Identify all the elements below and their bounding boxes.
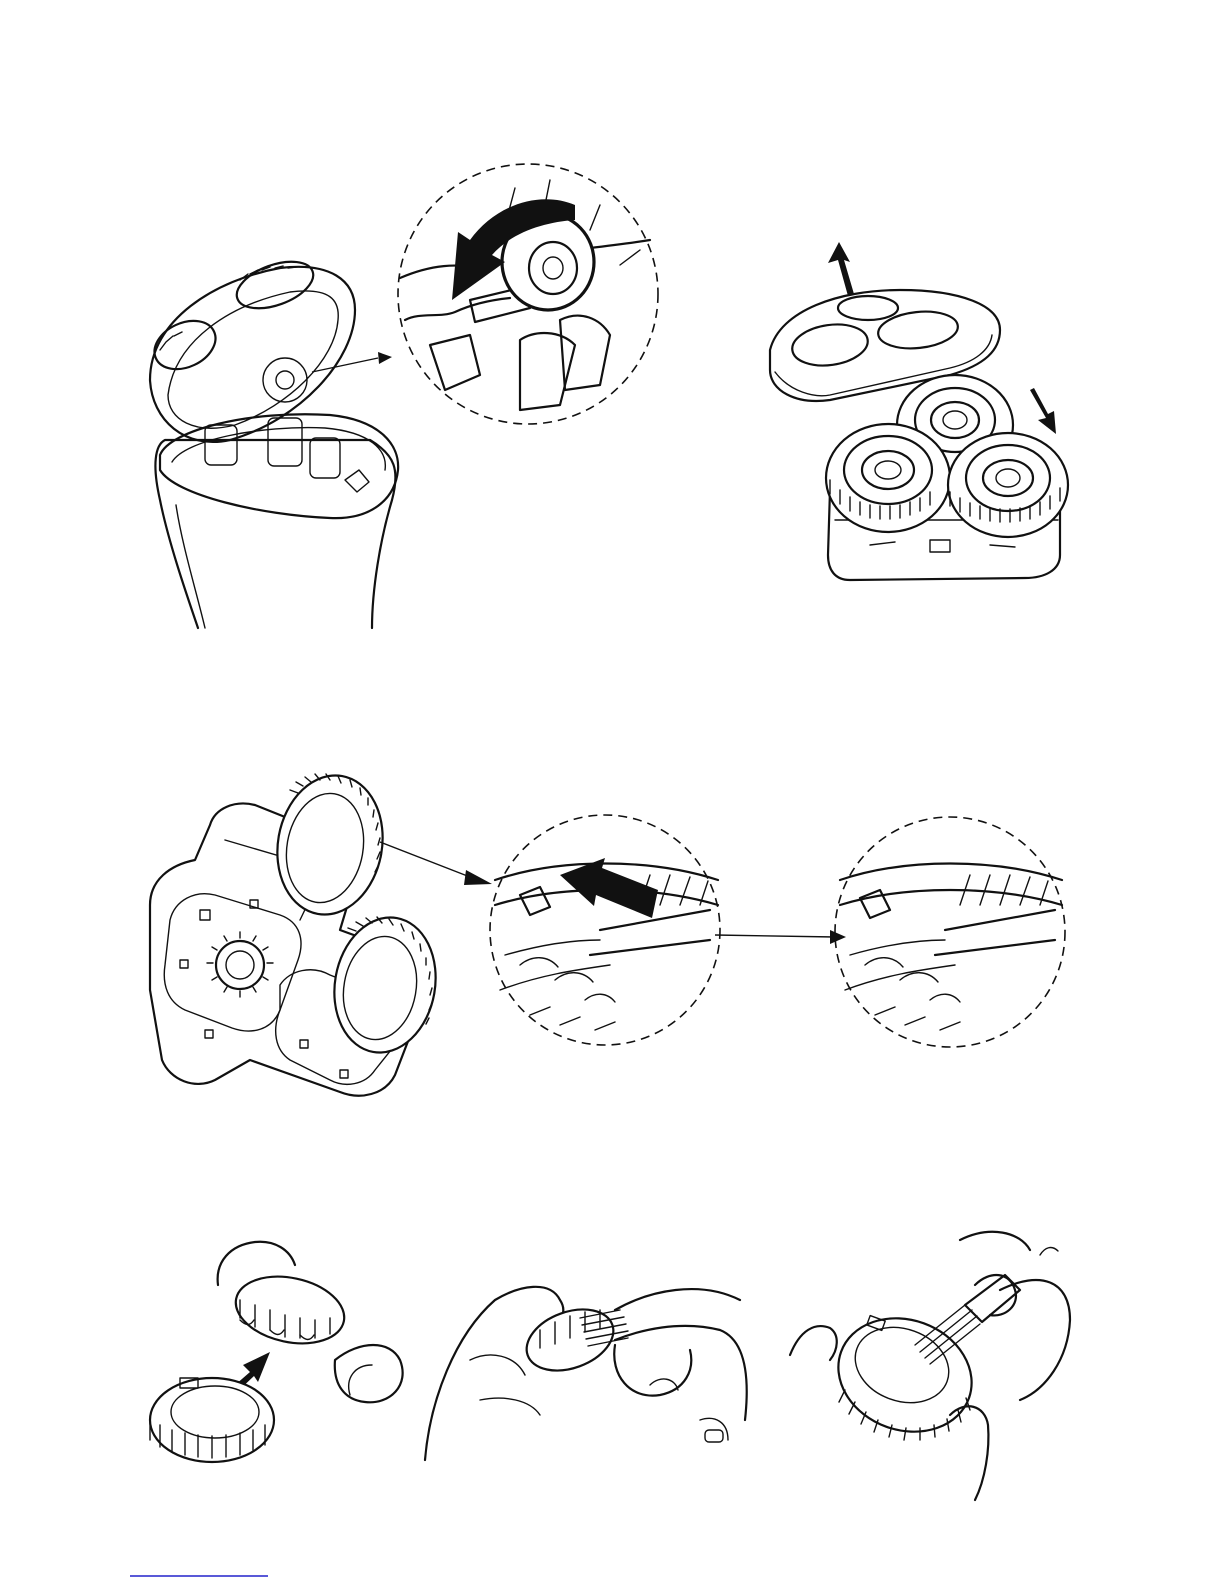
- cutter-frame-illustration: [150, 767, 492, 1096]
- hand-brushing-ring-illustration: [790, 1232, 1070, 1500]
- magnified-ring-after-illustration: [835, 817, 1065, 1047]
- magnified-lock-rotate-illustration: [398, 164, 658, 424]
- cutter-wheel-right: [948, 433, 1068, 537]
- hand-brushing-blade-illustration: [425, 1287, 747, 1460]
- cover-and-cutters-illustration: [770, 242, 1068, 580]
- frame-ring-lower: [324, 909, 446, 1060]
- shaver-open-head-illustration: [147, 253, 398, 628]
- cutter-wheel-left: [826, 424, 950, 532]
- hand-separating-blade-illustration: [150, 1242, 403, 1462]
- frame-ring-upper: [267, 767, 394, 923]
- magnified-ring-before-illustration: [490, 815, 846, 1045]
